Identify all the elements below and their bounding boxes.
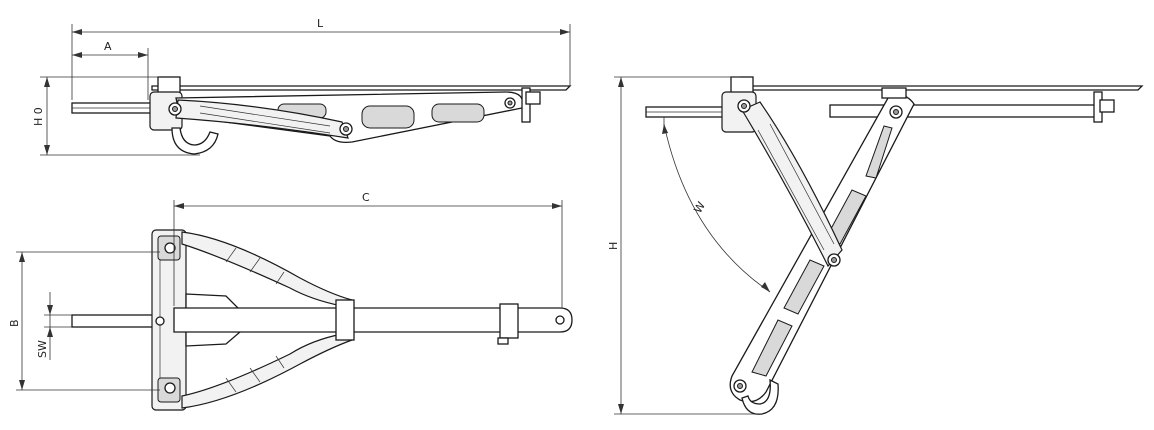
foot-pad xyxy=(171,127,219,155)
dimension-W: W xyxy=(662,117,771,293)
dimension-C: C xyxy=(173,191,563,308)
ext-strut xyxy=(741,101,843,268)
mounting-plate xyxy=(151,85,572,91)
top-view xyxy=(71,229,573,411)
strut xyxy=(175,99,349,139)
dimension-H: H xyxy=(607,76,760,415)
label-H0: H 0 xyxy=(32,107,45,126)
end-bolt xyxy=(521,87,531,123)
top-spindle xyxy=(71,314,159,328)
dimension-A: A xyxy=(72,40,149,100)
label-B: B xyxy=(8,319,21,327)
arm-slot-2 xyxy=(361,105,415,129)
housing-block xyxy=(157,76,181,94)
dimension-L: L xyxy=(71,17,571,100)
ext-housing-block xyxy=(730,76,754,94)
side-view-extended xyxy=(645,76,1144,415)
side-view-retracted xyxy=(71,76,572,155)
label-C: C xyxy=(362,191,370,204)
label-A: A xyxy=(104,40,112,53)
label-SW: SW xyxy=(36,340,49,358)
ext-mounting-plate xyxy=(739,85,1144,91)
dimension-B: B xyxy=(8,251,160,391)
dimension-H0: H 0 xyxy=(32,76,200,156)
ext-rod xyxy=(829,104,1097,118)
dimension-SW: SW xyxy=(36,292,72,360)
top-main-bar xyxy=(173,307,573,333)
label-L: L xyxy=(317,17,324,30)
label-W: W xyxy=(691,199,708,215)
arm-slot-3 xyxy=(431,103,485,123)
label-H: H xyxy=(607,242,620,250)
